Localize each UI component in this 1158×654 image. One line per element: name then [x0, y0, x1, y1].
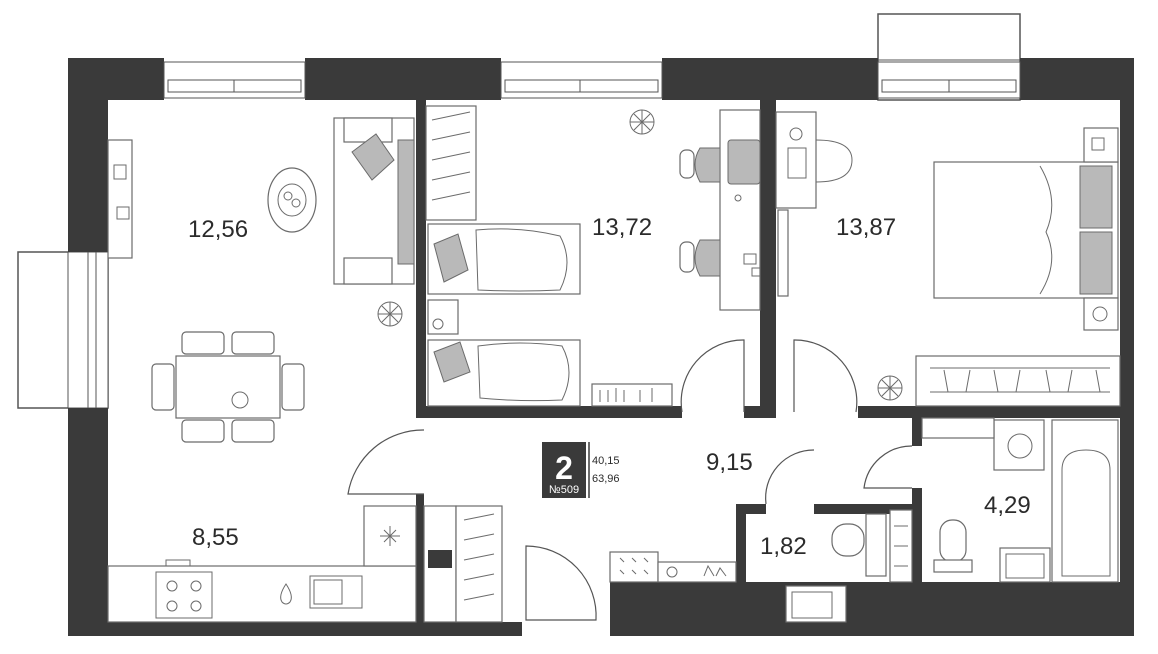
nightstand: [427, 299, 459, 335]
kitchen-counter: [107, 505, 417, 623]
doors: [347, 339, 913, 621]
rooms-count: 2: [555, 450, 573, 486]
wardrobe-hallway: [423, 505, 503, 623]
rug-icon: [267, 167, 317, 233]
sofa: [333, 117, 415, 285]
dining-table: [151, 331, 305, 443]
nightstand-bedroom-2: [1083, 297, 1119, 331]
apartment-number: №509: [549, 484, 579, 496]
plant-icon: [377, 301, 403, 327]
total-area: 63,96: [592, 473, 620, 485]
window-top-children: [500, 61, 663, 99]
chair-2: [679, 239, 721, 277]
room-area-bathroom: 4,29: [984, 492, 1031, 519]
sink-wc: [785, 585, 847, 623]
sink-bathroom: [999, 547, 1051, 583]
plant-icon-children: [629, 109, 655, 135]
bathtub: [1051, 419, 1119, 583]
toilet-wc: [831, 513, 887, 577]
toy-shelf: [591, 383, 673, 407]
bookshelf-children: [425, 105, 477, 221]
washing-machine: [993, 419, 1045, 471]
bathroom-shelf: [921, 417, 995, 439]
bedroom-wardrobe: [915, 355, 1121, 407]
room-area-bedroom: 13,87: [836, 214, 896, 241]
bed-bottom: [427, 339, 581, 407]
room-area-hallway: 9,15: [706, 449, 753, 476]
apartment-badge: 2 №509 40,15 63,96: [542, 442, 620, 498]
room-area-kitchen: 8,55: [192, 524, 239, 551]
hall-bench: [609, 551, 737, 583]
chair-1: [679, 147, 721, 183]
toilet-bathroom: [933, 519, 973, 573]
room-area-living: 12,56: [188, 216, 248, 243]
room-area-children: 13,72: [592, 214, 652, 241]
bedroom-desk: [775, 111, 853, 209]
double-bed: [933, 161, 1119, 299]
badge-background: [542, 442, 586, 498]
bed-top: [427, 223, 581, 295]
window-left: [17, 251, 109, 409]
shelf-wc: [889, 509, 913, 583]
room-area-toilet: 1,82: [760, 533, 807, 560]
window-top-bedroom-frame: [877, 61, 1021, 99]
plant-icon-bedroom: [877, 375, 903, 401]
nightstand-bedroom-1: [1083, 127, 1119, 163]
window-top-living: [163, 61, 306, 99]
desk: [719, 109, 761, 311]
walls: [68, 58, 1134, 636]
wall-shelf-living: [107, 139, 133, 259]
bedroom-stand: [777, 209, 789, 297]
living-area: 40,15: [592, 455, 620, 467]
